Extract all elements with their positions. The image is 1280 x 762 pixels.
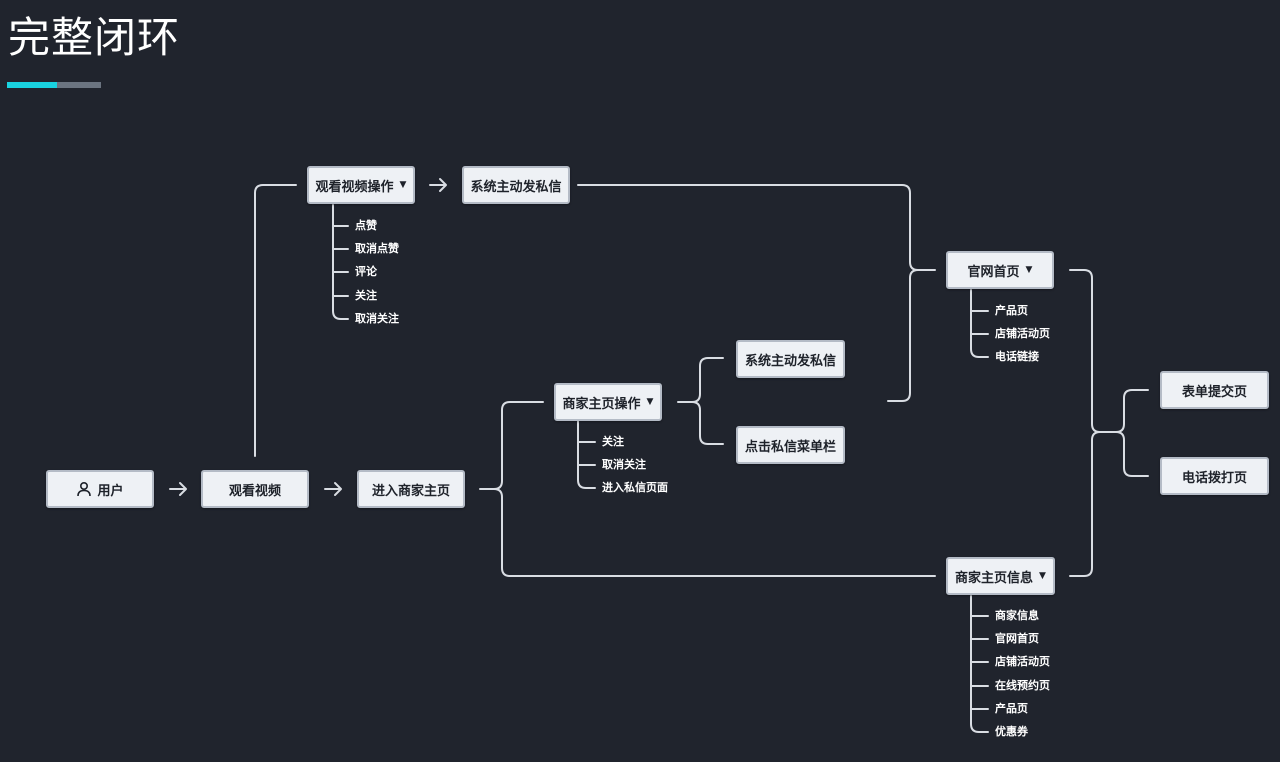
- user-icon: [77, 481, 92, 497]
- arrow-right-icon: [169, 482, 187, 496]
- merchant-info-item: 产品页: [995, 702, 1028, 715]
- node-merchant-home-ops[interactable]: 商家主页操作 ▼: [554, 383, 662, 421]
- node-watch-video[interactable]: 观看视频: [201, 470, 309, 508]
- node-phone-dial-page-label: 电话拨打页: [1181, 470, 1247, 486]
- caret-down-icon[interactable]: ▼: [646, 397, 654, 407]
- node-phone-dial-page[interactable]: 电话拨打页: [1160, 457, 1269, 495]
- official-home-item: 电话链接: [995, 350, 1039, 363]
- node-watch-video-label: 观看视频: [228, 483, 281, 499]
- watch-ops-item: 取消关注: [355, 312, 399, 325]
- page-title: 完整闭环: [8, 13, 181, 62]
- node-watch-video-ops[interactable]: 观看视频操作 ▼: [307, 166, 415, 204]
- node-form-submit-page[interactable]: 表单提交页: [1160, 371, 1269, 409]
- node-watch-video-ops-label: 观看视频操作: [315, 179, 394, 195]
- node-merchant-home-info[interactable]: 商家主页信息 ▼: [946, 557, 1055, 595]
- node-official-home[interactable]: 官网首页 ▼: [946, 251, 1054, 289]
- merchant-info-item: 在线预约页: [995, 679, 1050, 692]
- arrow-right-icon: [429, 178, 447, 192]
- watch-ops-item: 评论: [355, 265, 377, 278]
- node-enter-merchant-home-label: 进入商家主页: [371, 483, 450, 499]
- watch-ops-item: 关注: [355, 289, 377, 302]
- merchant-ops-item: 关注: [602, 435, 624, 448]
- node-click-dm-menu-label: 点击私信菜单栏: [744, 439, 836, 455]
- node-system-dm-top-label: 系统主动发私信: [470, 179, 562, 195]
- merchant-info-item: 店铺活动页: [995, 655, 1050, 668]
- node-user-label: 用户: [97, 483, 124, 499]
- node-official-home-label: 官网首页: [967, 264, 1020, 280]
- official-home-item: 店铺活动页: [995, 327, 1050, 340]
- merchant-ops-item: 取消关注: [602, 458, 646, 471]
- node-system-dm-middle[interactable]: 系统主动发私信: [736, 340, 845, 378]
- caret-down-icon[interactable]: ▼: [1025, 265, 1033, 275]
- node-system-dm-top[interactable]: 系统主动发私信: [462, 166, 570, 204]
- merchant-ops-item: 进入私信页面: [602, 481, 668, 494]
- watch-ops-item: 点赞: [355, 219, 377, 232]
- node-merchant-home-info-label: 商家主页信息: [955, 570, 1034, 586]
- node-system-dm-middle-label: 系统主动发私信: [744, 353, 836, 369]
- node-merchant-home-ops-label: 商家主页操作: [562, 396, 641, 412]
- node-form-submit-page-label: 表单提交页: [1181, 384, 1247, 400]
- caret-down-icon[interactable]: ▼: [1039, 571, 1046, 581]
- node-user[interactable]: 用户: [46, 470, 154, 508]
- node-enter-merchant-home[interactable]: 进入商家主页: [357, 470, 465, 508]
- caret-down-icon[interactable]: ▼: [399, 180, 407, 190]
- watch-ops-item: 取消点赞: [355, 242, 399, 255]
- arrow-right-icon: [324, 482, 342, 496]
- official-home-item: 产品页: [995, 304, 1028, 317]
- merchant-info-item: 优惠券: [995, 725, 1028, 738]
- merchant-info-item: 官网首页: [995, 632, 1039, 645]
- node-click-dm-menu[interactable]: 点击私信菜单栏: [736, 426, 845, 464]
- merchant-info-item: 商家信息: [995, 609, 1039, 622]
- title-underline: [7, 82, 101, 88]
